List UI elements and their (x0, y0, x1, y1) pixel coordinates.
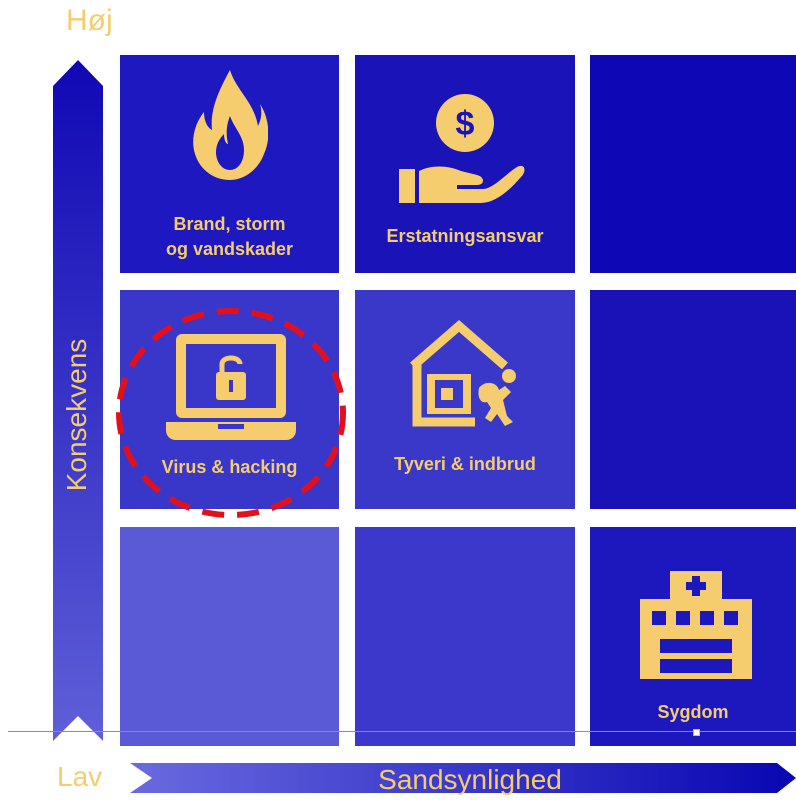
matrix-cell-erstatningsansvar: $ Erstatningsansvar (355, 55, 575, 273)
y-axis-title: Konsekvens (61, 338, 92, 492)
matrix-cell-empty (590, 55, 796, 273)
svg-text:$: $ (456, 105, 475, 143)
matrix-cell-empty (355, 527, 575, 746)
axis-high-label: Høj (66, 4, 113, 37)
money-hand-icon: $ (399, 94, 525, 203)
cell-label-line: og vandskader (165, 239, 294, 259)
cell-label-line: Virus & hacking (161, 457, 298, 477)
matrix-cell-empty (120, 527, 339, 746)
baseline-line (8, 731, 796, 732)
cell-label-line: Tyveri & indbrud (394, 454, 536, 474)
matrix-cell-virus-hacking: Virus & hacking (120, 290, 339, 509)
cell-label-line: Erstatningsansvar (386, 226, 544, 246)
x-axis-title: Sandsynlighed (378, 764, 562, 795)
fire-icon (193, 70, 268, 180)
cell-label-line: Sygdom (657, 702, 729, 722)
matrix-cell-sygdom: Sygdom (590, 527, 796, 746)
highlight-dashed-circle (116, 308, 346, 518)
hospital-icon (640, 571, 752, 679)
axis-low-label: Lav (57, 761, 103, 792)
matrix-cell-tyveri-indbrud: Tyveri & indbrud (355, 290, 575, 509)
matrix-cell-empty (590, 290, 796, 509)
matrix-cell-brand: Brand, storm og vandskader (120, 55, 339, 273)
laptop-lock-icon (166, 334, 296, 440)
cell-label-line: Brand, storm (173, 214, 286, 234)
small-marker (693, 729, 700, 736)
burglar-house-icon (410, 320, 516, 427)
